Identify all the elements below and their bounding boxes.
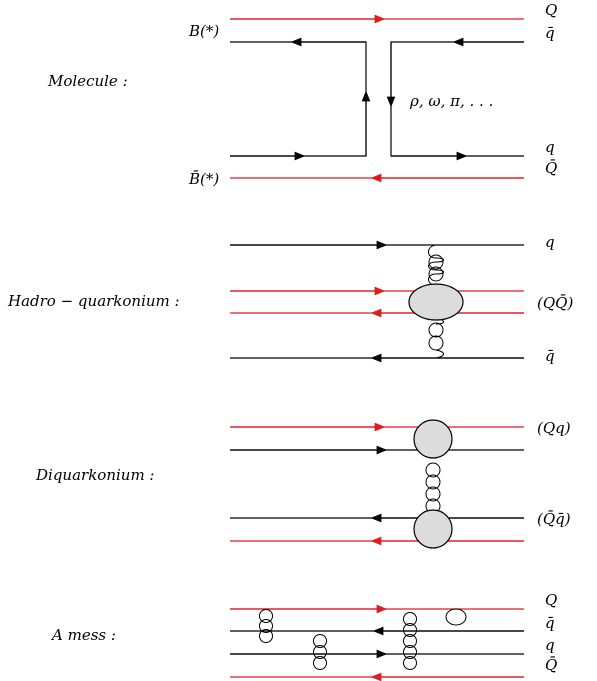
- meson-b-label: B(*): [188, 22, 219, 40]
- gluon-bottom: [428, 317, 444, 359]
- quark-label: q̄: [545, 24, 555, 42]
- gluon-chain: [425, 462, 441, 514]
- quark-label: Q̄: [545, 159, 557, 177]
- mess-title: A mess :: [50, 626, 116, 644]
- diquarkonium-diagram: Diquarkonium : (Qq) (Q̄q̄): [35, 419, 571, 549]
- mess-diagram: A mess : Q q̄ q: [50, 591, 557, 681]
- quark-label: q: [545, 636, 555, 654]
- quark-label: (Q̄q̄): [537, 510, 571, 528]
- quark-label: q: [545, 233, 555, 251]
- gluon-mess-2: [313, 634, 327, 670]
- gluon-mess-3: [403, 612, 417, 670]
- quark-label: q̄: [545, 347, 555, 365]
- meson-bbar-label: B̄(*): [188, 170, 219, 188]
- quark-label: Q̄: [545, 656, 557, 674]
- hadro-title: Hadro − quarkonium :: [7, 292, 180, 310]
- antidiquark-blob: [413, 509, 453, 549]
- exchange-label: ρ, ω, π, . . .: [409, 92, 493, 110]
- gluon-mess-loop: [445, 608, 467, 626]
- molecule-diagram: Molecule : B(*) B̄(*) ρ, ω, π, . . . Q q…: [47, 1, 557, 188]
- gluon-top: [428, 244, 444, 287]
- quark-label: (QQ̄): [537, 294, 573, 312]
- quark-label: (Qq): [537, 419, 571, 437]
- quark-label: Q: [545, 1, 557, 19]
- diquark-title: Diquarkonium :: [35, 466, 154, 484]
- molecule-title: Molecule :: [47, 72, 128, 90]
- light-quark-line-left: [230, 41, 367, 157]
- quark-label: q̄: [545, 614, 555, 632]
- diquark-blob: [413, 419, 453, 459]
- quark-label: q: [545, 138, 555, 156]
- hadro-quarkonium-diagram: Hadro − quarkonium : q (QQ̄) q̄: [7, 233, 573, 365]
- quarkonium-blob: [408, 283, 464, 321]
- quark-label: Q: [545, 591, 557, 609]
- gluon-mess-1: [259, 609, 273, 643]
